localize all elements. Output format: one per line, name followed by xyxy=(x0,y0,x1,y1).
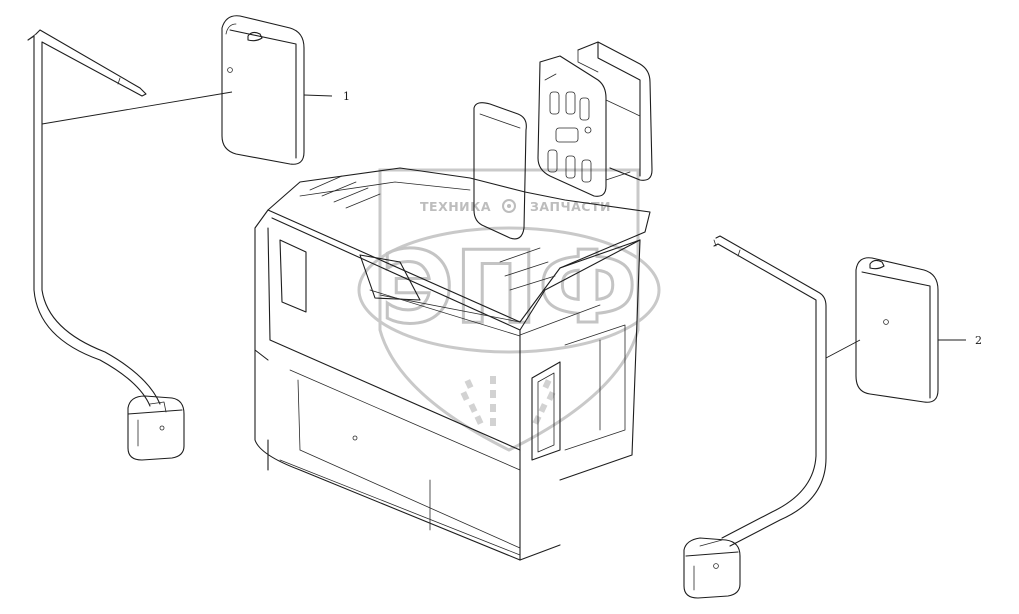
left-mirror-arm xyxy=(35,29,161,405)
mirror-glass xyxy=(473,102,527,240)
right-mirror-bracket xyxy=(683,537,741,599)
cab-body xyxy=(254,167,651,561)
watermark-logo: ЭПФ xyxy=(381,229,637,346)
left-mirror-head xyxy=(221,15,305,165)
watermark-text-left: ТЕХНИКА xyxy=(420,199,491,214)
rear-mirror-group xyxy=(473,41,653,240)
mirror-housing xyxy=(577,41,653,181)
mirror-backplate xyxy=(537,55,607,197)
left-mirror-bracket xyxy=(127,395,185,461)
watermark-text-right: ЗАПЧАСТИ xyxy=(530,199,611,214)
right-mirror-head xyxy=(855,257,939,403)
watermark: ТЕХНИКА ЗАПЧАСТИ ЭПФ xyxy=(357,168,661,452)
callout-2: 2 xyxy=(975,334,982,347)
gear-icon xyxy=(502,199,516,213)
wheat-icon xyxy=(460,376,556,426)
callout-1: 1 xyxy=(343,90,350,103)
watermark-oval xyxy=(357,226,661,354)
watermark-shield xyxy=(378,168,640,452)
left-mirror-assembly xyxy=(27,15,333,461)
right-mirror-assembly xyxy=(683,235,966,599)
right-mirror-arm xyxy=(715,235,827,547)
